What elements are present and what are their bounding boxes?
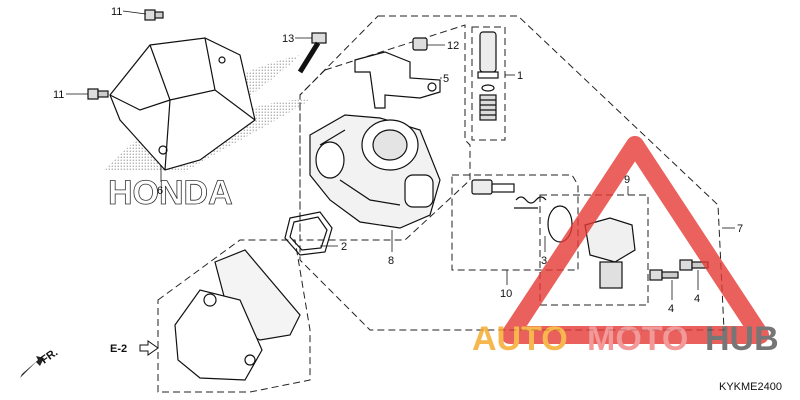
leader-lines: [66, 10, 735, 300]
e2-arrow-icon: [139, 340, 159, 356]
callout-13: 13: [282, 33, 294, 45]
injector-outline-1: [471, 26, 506, 141]
callout-7: 7: [737, 223, 743, 235]
watermark-auto: AUTO: [472, 320, 568, 358]
cover-part-6: [109, 37, 256, 171]
callout-6: 6: [157, 185, 163, 197]
callout-11-left: 11: [53, 89, 64, 101]
throttle-body-outline-8: [299, 24, 471, 241]
sensor-outline-10: [451, 174, 579, 271]
injector-part-1: [477, 31, 499, 121]
callout-4-b: 4: [694, 293, 700, 305]
valve-part-9: [584, 217, 636, 289]
e2-reference: E-2: [110, 340, 159, 356]
bolt-11-left: [87, 88, 109, 100]
bracket-outline: [157, 239, 311, 393]
honda-logo-text: HONDA: [108, 174, 233, 212]
front-arrow-icon: [20, 356, 44, 378]
callout-9: 9: [624, 174, 630, 186]
callout-1: 1: [517, 70, 523, 82]
bracket-part-5: [354, 51, 441, 109]
callout-5: 5: [443, 73, 449, 85]
callout-3: 3: [541, 255, 547, 267]
callout-4-a: 4: [668, 303, 674, 315]
callout-2: 2: [341, 241, 347, 253]
e2-reference-label: E-2: [110, 343, 127, 355]
callout-12: 12: [447, 40, 459, 52]
watermark-moto: MOTO: [587, 320, 688, 358]
o-ring-part-3: [547, 205, 573, 243]
bolt-11-top: [144, 9, 164, 21]
diagram-code: KYKME2400: [719, 381, 782, 393]
gasket-part-2: [284, 211, 333, 256]
watermark-hub: HUB: [705, 320, 779, 358]
callout-10: 10: [500, 288, 512, 300]
callout-11-top: 11: [111, 6, 122, 18]
mounting-bracket: [174, 249, 301, 381]
watermark-triangle-icon: [501, 136, 769, 344]
callout-8: 8: [388, 255, 394, 267]
bolt-12: [412, 37, 428, 51]
sensor-part-10: [471, 179, 547, 209]
automotohub-watermark: AUTO MOTO HUB: [472, 136, 779, 358]
throttle-body-part-8: [309, 114, 441, 229]
bolt-13: [297, 32, 327, 74]
screw-4-a: [649, 269, 679, 281]
front-direction-label: FR.: [39, 346, 60, 366]
front-direction: FR.: [20, 346, 60, 378]
